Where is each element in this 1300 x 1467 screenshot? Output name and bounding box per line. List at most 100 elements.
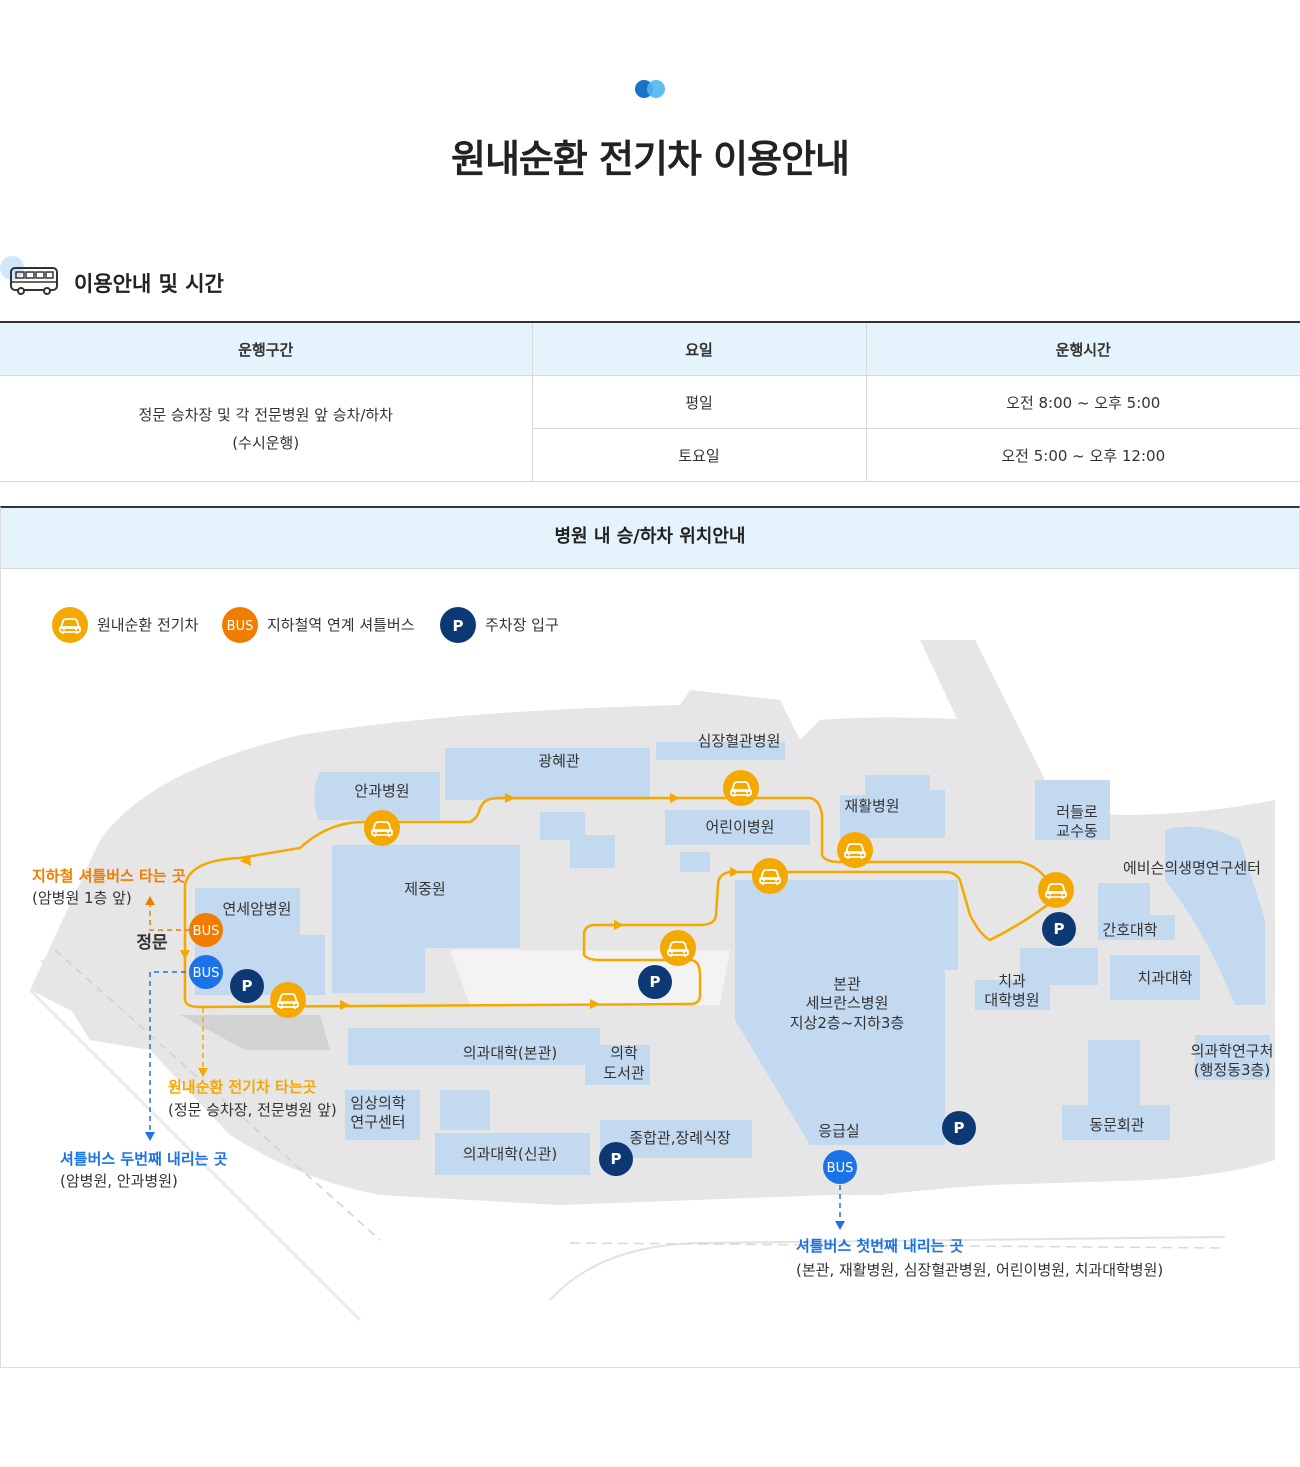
car-icon: [723, 770, 759, 806]
bus-stop-orange: BUS: [189, 913, 223, 947]
label-main3: 지상2층~지하3층: [790, 1014, 904, 1032]
ev-route: [180, 793, 1061, 1010]
column-header: 요일: [531, 321, 866, 376]
building-annex: [540, 812, 615, 868]
arrow-up-icon: [145, 896, 155, 905]
arrow-down-icon: [835, 1221, 845, 1230]
car-icon: [1038, 872, 1074, 908]
buildings: [195, 742, 1270, 1175]
route-note: (수시운행): [232, 433, 300, 452]
building-eye: [314, 772, 440, 820]
section-header: 이용안내 및 시간: [0, 256, 400, 304]
time-cell: 오전 8:00 ~ 오후 5:00: [865, 375, 1300, 429]
label-library1: 의학: [610, 1044, 638, 1062]
legend-label: 지하철역 연계 셔틀버스: [267, 616, 415, 634]
svg-text:P: P: [242, 977, 253, 995]
arrow-down-icon: [198, 1068, 208, 1077]
label-research1: 의과학연구처: [1191, 1042, 1274, 1060]
building-alumni: [1062, 1040, 1170, 1140]
label-main2: 세브란스병원: [806, 994, 889, 1012]
label-dental: 치과대학: [1137, 969, 1192, 987]
building-children-annex: [680, 852, 710, 872]
label-dentalhosp2: 대학병원: [984, 991, 1039, 1009]
first-dropoff-sub: (본관, 재활병원, 심장혈관병원, 어린이병원, 치과대학병원): [796, 1261, 1163, 1279]
parking-icon: P: [1042, 912, 1076, 946]
label-dentalhosp1: 치과: [998, 972, 1026, 990]
label-alumni: 동문회관: [1089, 1116, 1144, 1134]
svg-text:P: P: [1054, 920, 1065, 938]
car-icon: [837, 832, 873, 868]
building-main: [735, 880, 958, 1145]
label-clinical1: 임상의학: [350, 1094, 405, 1112]
building-jonghap: [600, 1120, 752, 1158]
svg-text:P: P: [650, 973, 661, 991]
svg-text:P: P: [611, 1150, 622, 1168]
parking-icon: [440, 607, 476, 643]
car-icon: [660, 930, 696, 966]
legend-label: 원내순환 전기차: [97, 616, 199, 634]
parking-icon: P: [230, 969, 264, 1003]
parking-icon: P: [942, 1111, 976, 1145]
second-dropoff-sub: (암병원, 안과병원): [60, 1172, 178, 1190]
time-cell: 오전 5:00 ~ 오후 12:00: [865, 428, 1300, 482]
legend-badge: P: [453, 617, 464, 635]
label-avison: 에비슨의생명연구센터: [1123, 859, 1261, 877]
arrow-down-icon: [145, 1132, 155, 1141]
label-medcollege: 의과대학(본관): [463, 1044, 558, 1062]
table-row: 토요일 오전 5:00 ~ 오후 12:00: [0, 428, 1300, 482]
day-cell: 토요일: [531, 428, 866, 482]
label-children: 어린이병원: [705, 818, 774, 836]
car-icon: [364, 810, 400, 846]
bus-stop-blue: BUS: [823, 1150, 857, 1184]
label-jonghap: 종합관,장례식장: [629, 1129, 731, 1147]
annotation-lines: [149, 905, 841, 1222]
svg-text:P: P: [954, 1119, 965, 1137]
ev-pickup-sub: (정문 승차장, 전문병원 앞): [168, 1101, 337, 1119]
svg-text:BUS: BUS: [827, 1161, 854, 1176]
legend-label: 주차장 입구: [485, 616, 559, 634]
building-dentalhosp: [975, 948, 1098, 1010]
route-text: 정문 승차장 및 각 전문병원 앞 승차/하차: [138, 405, 393, 424]
section-title: 이용안내 및 시간: [74, 272, 224, 296]
decorative-dots: [635, 80, 667, 98]
building-research: [1195, 1035, 1270, 1080]
label-main1: 본관: [833, 975, 861, 993]
parking-icon: P: [599, 1142, 633, 1176]
column-header: 운행구간: [0, 321, 532, 376]
map-legend: 원내순환 전기차 BUS 지하철역 연계 셔틀버스 P 주차장 입구: [52, 607, 559, 643]
car-icon: [752, 858, 788, 894]
legend-badge: BUS: [227, 619, 254, 634]
first-dropoff-title: 셔틀버스 첫번째 내리는 곳: [796, 1237, 964, 1255]
label-newmed: 의과대학(신관): [463, 1145, 558, 1163]
svg-text:BUS: BUS: [193, 966, 220, 981]
label-library2: 도서관: [603, 1064, 645, 1082]
column-header: 운행시간: [865, 321, 1300, 376]
label-research2: (행정동3층): [1194, 1061, 1270, 1079]
table-row: 정문 승차장 및 각 전문병원 앞 승차/하차 (수시운행) 평일 오전 8:0…: [0, 375, 1300, 482]
parking-icon: P: [638, 965, 672, 999]
building-medcollege: [348, 1028, 650, 1085]
building-gwanghye: [445, 748, 650, 800]
building-dental: [1110, 955, 1200, 1000]
bus-stop-blue: BUS: [189, 955, 223, 989]
map-title: 병원 내 승/하차 위치안내: [1, 508, 1299, 569]
building-jejung: [332, 845, 520, 993]
page-title: 원내순환 전기차 이용안내: [450, 137, 850, 181]
car-icon: [52, 607, 88, 643]
building-rehab: [840, 775, 945, 838]
label-rudolph2: 교수동: [1056, 822, 1098, 840]
bus-icon: [222, 607, 258, 643]
label-jejung: 제중원: [404, 880, 445, 898]
building-children: [665, 810, 810, 845]
label-er: 응급실: [818, 1122, 859, 1140]
subway-pickup-title: 지하철 셔틀버스 타는 곳: [32, 867, 186, 885]
car-icon: [270, 982, 306, 1018]
label-gwanghye: 광혜관: [538, 752, 580, 770]
label-cardio: 심장혈관병원: [698, 732, 781, 750]
building-nursing: [1098, 883, 1175, 940]
label-cancer: 연세암병원: [222, 900, 291, 918]
table-header-row: 운행구간 요일 운행시간: [0, 321, 1300, 376]
label-rudolph: 러들로: [1056, 803, 1098, 821]
label-gate: 정문: [136, 933, 168, 953]
